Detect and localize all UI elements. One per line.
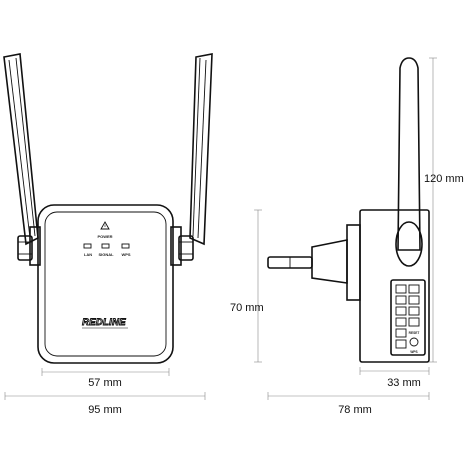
dimension-front-total-width: 95 mm	[4, 392, 206, 416]
front-view: POWER LAN SIGNAL WPS REDLINE 57 mm 95 mm	[3, 53, 213, 416]
plug-base	[346, 224, 361, 301]
wps-label: WPS	[121, 252, 130, 257]
dimension-front-height: 70 mm	[230, 209, 264, 363]
side-antenna	[395, 57, 423, 267]
front-body	[37, 204, 174, 364]
dimension-side-body-depth: 33 mm	[359, 367, 430, 389]
side-port-panel	[390, 279, 426, 356]
front-total-width-label: 95 mm	[88, 404, 122, 416]
led-row: LAN SIGNAL WPS	[83, 243, 131, 257]
left-hinge	[29, 226, 41, 266]
plug-housing	[311, 239, 348, 284]
side-view: RESET WPS 120 mm 70 mm 33 mm	[230, 57, 464, 416]
lan-label: LAN	[84, 252, 92, 257]
signal-label: SIGNAL	[98, 252, 114, 257]
power-label: POWER	[97, 234, 112, 239]
front-inner-width-label: 57 mm	[88, 377, 122, 389]
brand-logo: REDLINE	[82, 317, 126, 328]
left-antenna	[3, 53, 39, 261]
right-hinge	[170, 226, 182, 266]
right-antenna	[178, 53, 213, 261]
front-panel	[44, 211, 167, 357]
wps-led	[121, 243, 130, 249]
signal-led	[101, 243, 110, 249]
lan-led	[83, 243, 92, 249]
reset-button[interactable]	[409, 337, 419, 347]
side-body-depth-label: 33 mm	[387, 377, 421, 389]
reset-label: RESET	[409, 331, 420, 335]
vent-buttons	[395, 284, 420, 349]
side-total-depth-label: 78 mm	[338, 404, 372, 416]
side-wps-label: WPS	[410, 350, 417, 354]
dimension-side-total-depth: 78 mm	[267, 392, 430, 416]
power-warning-icon	[100, 221, 110, 230]
dimension-side-height: 120 mm	[424, 57, 464, 363]
front-height-label: 70 mm	[230, 302, 264, 314]
side-height-label: 120 mm	[424, 173, 464, 185]
dimension-front-inner-width: 57 mm	[41, 368, 170, 389]
